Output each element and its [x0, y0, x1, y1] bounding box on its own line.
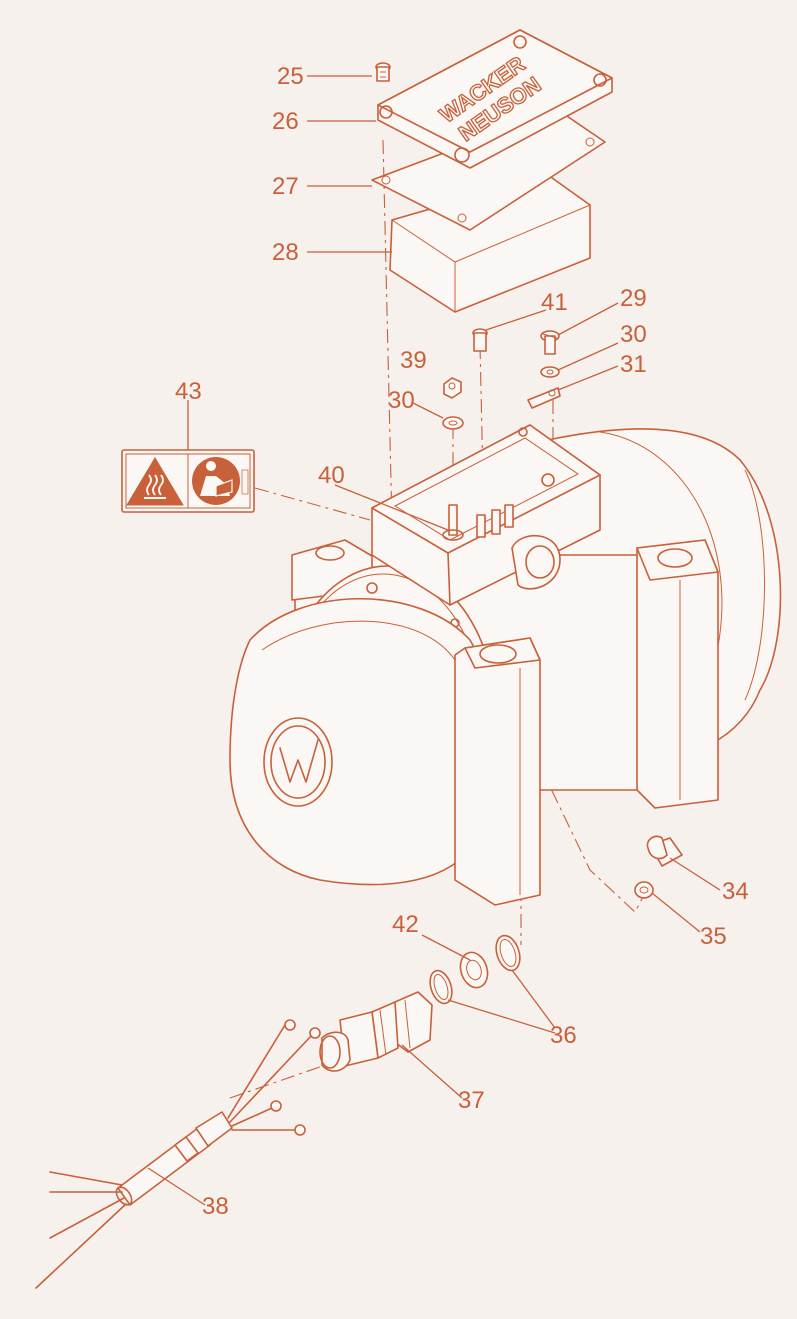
cable-gland-group: [319, 934, 521, 1072]
wacker-neuson-w-logo-icon: [263, 717, 333, 807]
callout-36: 36: [550, 1022, 577, 1049]
read-manual-icon: [192, 457, 240, 505]
callout-43: 43: [175, 378, 202, 405]
callout-30-right: 30: [620, 321, 647, 348]
motor-body: [229, 424, 782, 906]
hot-surface-warning-icon: [126, 457, 184, 506]
callout-30-left: 30: [388, 387, 415, 414]
callout-37: 37: [458, 1087, 485, 1114]
callout-39: 39: [400, 347, 427, 374]
warning-label: [121, 449, 255, 513]
callout-40: 40: [318, 462, 345, 489]
callout-27: 27: [272, 173, 299, 200]
callout-35: 35: [700, 923, 727, 950]
callout-numbers: 25 26 27 28 29 30 31 39 30 41 43 40 34 3…: [175, 63, 749, 1220]
callout-42: 42: [392, 911, 419, 938]
terminal-cover-group: WACKER NEUSON: [371, 29, 613, 313]
callout-41: 41: [541, 289, 568, 316]
small-hardware: [375, 62, 683, 899]
leader-lines: [147, 75, 721, 1206]
callout-28: 28: [272, 239, 299, 266]
callout-38: 38: [202, 1193, 229, 1220]
callout-29: 29: [620, 285, 647, 312]
cable-assembly: [35, 1019, 321, 1289]
callout-31: 31: [620, 351, 647, 378]
callout-34: 34: [722, 878, 749, 905]
callout-25: 25: [277, 63, 304, 90]
terminal-studs: [442, 504, 514, 541]
callout-26: 26: [272, 108, 299, 135]
